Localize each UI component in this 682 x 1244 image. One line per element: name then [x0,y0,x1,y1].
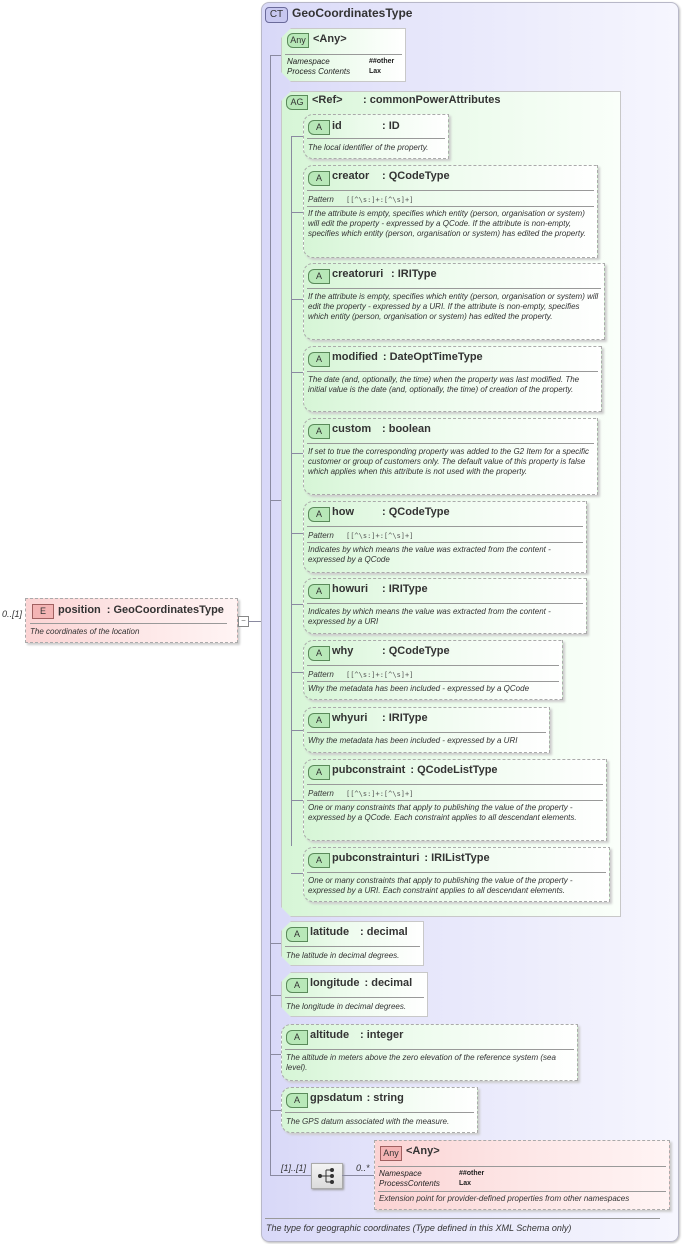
any-wildcard-bottom[interactable]: Any <Any> Namespace##other ProcessConten… [374,1140,670,1210]
attribute-badge-icon: A [286,1093,308,1108]
element-position[interactable]: E position: GeoCoordinatesType The coord… [25,598,238,643]
attribute-id[interactable]: A id: ID The local identifier of the pro… [303,114,449,159]
any-wildcard-top[interactable]: Any <Any> Namespace##other Process Conte… [281,28,406,82]
attribute-badge-icon: A [308,713,330,728]
attribute-longitude[interactable]: A longitude: decimal The longitude in de… [281,972,428,1017]
attribute-why[interactable]: A why: QCodeType Pattern[[^\s:]+:[^\s]+]… [303,640,563,700]
sequence-icon [318,1168,334,1184]
element-name: position: GeoCoordinatesType [58,604,224,616]
attribute-badge-icon: A [308,765,330,780]
attribute-badge-icon: A [308,424,330,439]
attribute-custom[interactable]: A custom: boolean If set to true the cor… [303,418,598,495]
attribute-latitude[interactable]: A latitude: decimal The latitude in deci… [281,921,424,966]
attribute-group-badge-icon: AG [286,95,308,110]
attribute-badge-icon: A [286,927,308,942]
attribute-gpsdatum[interactable]: A gpsdatum: string The GPS datum associa… [281,1087,478,1133]
attribute-badge-icon: A [308,120,330,135]
any-title: <Any> [313,33,347,45]
attribute-modified[interactable]: A modified: DateOptTimeType The date (an… [303,346,602,412]
any-occurrence: 0..* [356,1163,370,1173]
attribute-badge-icon: A [308,269,330,284]
sequence-occurrence: [1]..[1] [281,1163,307,1173]
attribute-badge-icon: A [308,646,330,661]
attribute-badge-icon: A [308,352,330,367]
attribute-creator[interactable]: A creator: QCodeType Pattern[[^\s:]+:[^\… [303,165,598,258]
element-occurrence: 0..[1] [2,609,23,619]
attribute-pubconstrainturi[interactable]: A pubconstrainturi: IRIListType One or m… [303,847,610,902]
complex-type-title: GeoCoordinatesType [292,6,413,20]
attribute-badge-icon: A [286,978,308,993]
sequence-compositor[interactable] [311,1163,343,1189]
attribute-whyuri[interactable]: A whyuri: IRIType Why the metadata has b… [303,707,550,753]
attribute-howuri[interactable]: A howuri: IRIType Indicates by which mea… [303,578,587,634]
attribute-altitude[interactable]: A altitude: integer The altitude in mete… [281,1024,578,1081]
attribute-badge-icon: A [286,1030,308,1045]
attribute-pubconstraint[interactable]: A pubconstraint: QCodeListType Pattern[[… [303,759,607,841]
complex-type-description: The type for geographic coordinates (Typ… [266,1223,572,1233]
attribute-creatoruri[interactable]: A creatoruri: IRIType If the attribute i… [303,263,605,340]
attribute-how[interactable]: A how: QCodeType Pattern[[^\s:]+:[^\s]+]… [303,501,587,573]
attribute-group-title: <Ref> [312,94,343,106]
attribute-badge-icon: A [308,171,330,186]
attribute-group-type: : commonPowerAttributes [363,94,501,106]
attribute-badge-icon: A [308,853,330,868]
element-badge-icon: E [32,604,54,619]
any-title: <Any> [406,1145,440,1157]
attribute-badge-icon: A [308,507,330,522]
attribute-badge-icon: A [308,584,330,599]
any-badge-icon: Any [287,33,309,48]
complex-type-badge-icon: CT [265,7,288,23]
element-description: The coordinates of the location [30,627,140,636]
any-badge-icon: Any [380,1146,402,1161]
